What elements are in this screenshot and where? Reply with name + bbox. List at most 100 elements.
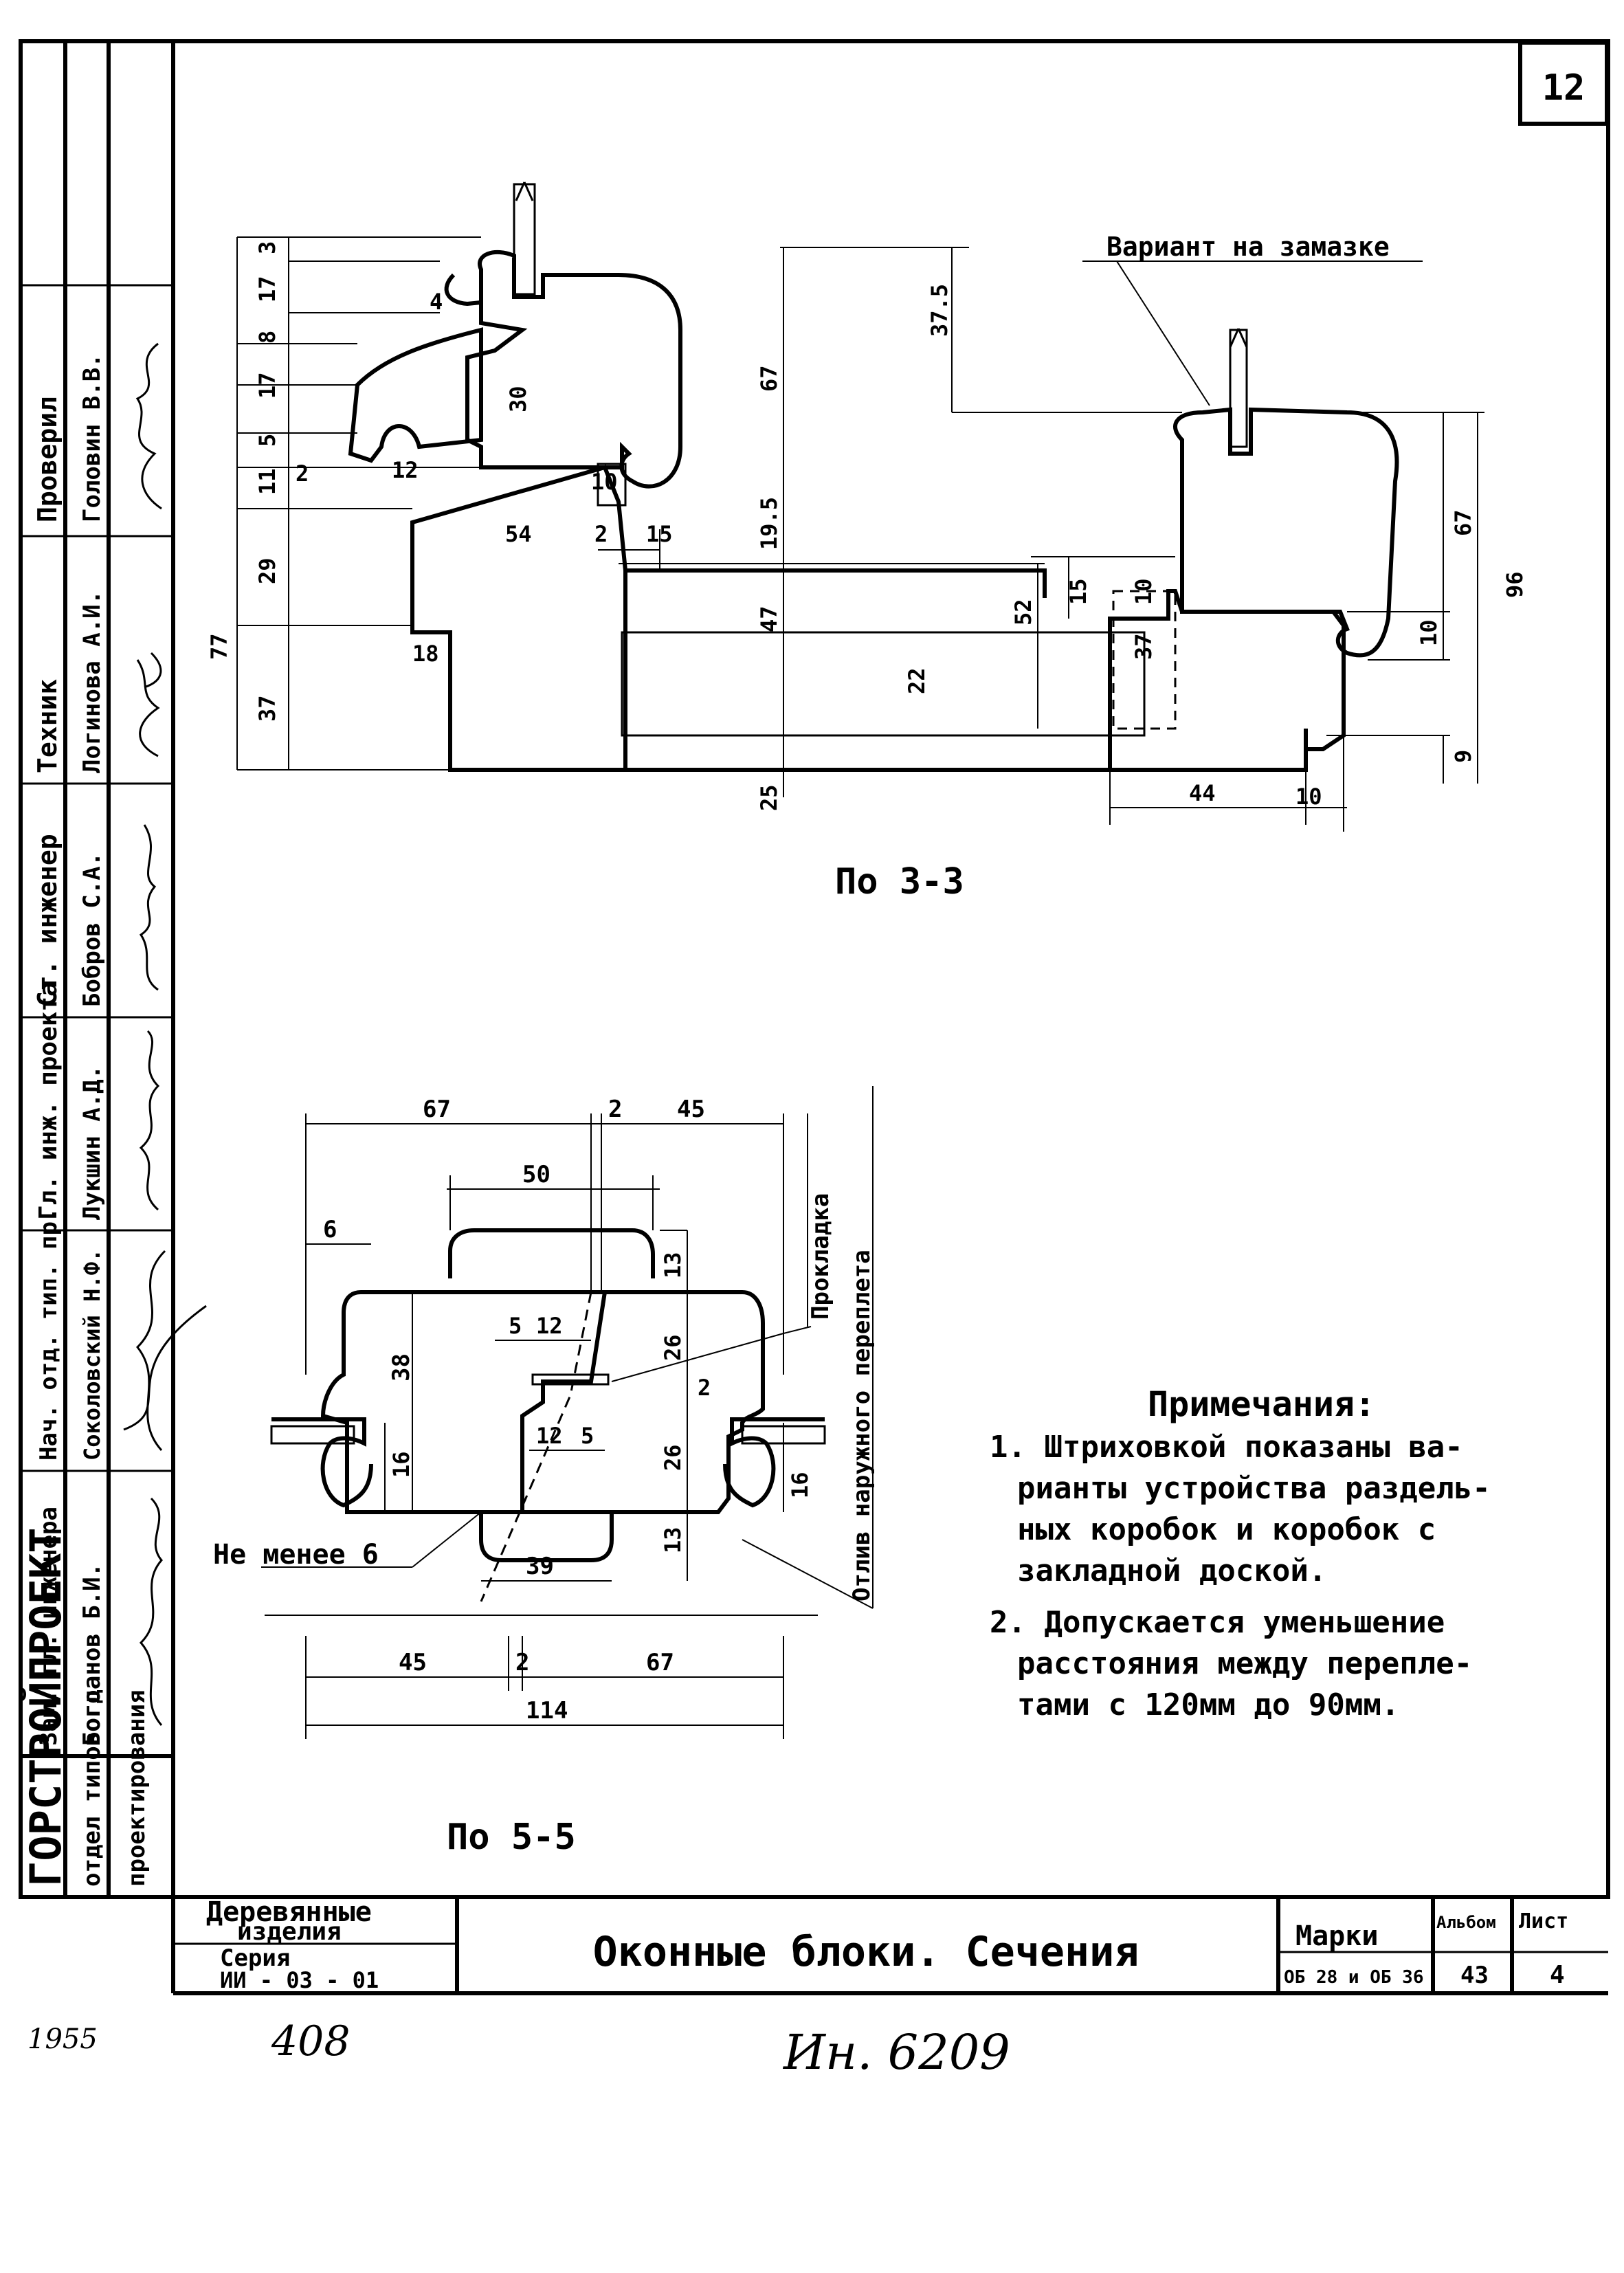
section-3-3: Вариант на замазке 3 17 8 17 5 11 29 37 … — [206, 181, 1528, 902]
frame-board — [625, 568, 1308, 772]
note-line-6: расстояния между перепле- — [1017, 1646, 1472, 1681]
dim-54: 54 — [505, 521, 532, 547]
dim-96: 96 — [1502, 571, 1528, 598]
dim-37-5: 37.5 — [926, 284, 953, 337]
handwritten-inventory: Ин. 6209 — [782, 2024, 1010, 2081]
org-dept: отдел типового — [78, 1689, 106, 1887]
org-dept-2: проектирования — [123, 1689, 151, 1887]
album-label: Альбом — [1436, 1913, 1496, 1932]
dim-12-low: 12 — [536, 1423, 563, 1449]
dim-15b: 15 — [1065, 578, 1091, 605]
drip-left — [271, 1417, 373, 1508]
bead-top — [448, 1228, 655, 1278]
dim-2b: 2 — [594, 521, 608, 547]
frame-box-left — [410, 465, 627, 772]
stamp-role-2: Техник — [32, 679, 63, 773]
org-name: ГОРСТРОЙПРОЕКТ — [21, 1527, 71, 1887]
label-gasket: Прокладка — [807, 1193, 834, 1320]
dim-10c: 10 — [1416, 619, 1442, 646]
note-line-2: рианты устройства раздель- — [1017, 1471, 1491, 1506]
dim-45-top: 45 — [677, 1096, 705, 1123]
dim-45-bottom: 45 — [399, 1649, 427, 1676]
stamp-name-3: Бобров С.А. — [78, 852, 106, 1007]
dim-39: 39 — [526, 1553, 554, 1580]
dim-8: 8 — [254, 331, 280, 344]
dim-67b: 67 — [1450, 509, 1476, 536]
stamp-role-4: Гл. инж. проекта — [34, 982, 63, 1220]
handwritten-number: 408 — [271, 2017, 351, 2065]
stamp-role-1: Проверил — [32, 397, 63, 522]
dim-52: 52 — [1010, 599, 1036, 625]
notes-heading: Примечания: — [1148, 1384, 1375, 1424]
dim-9: 9 — [1450, 750, 1476, 763]
signature-2 — [136, 652, 162, 757]
frame-body-5-5 — [320, 1290, 765, 1514]
dim-2: 2 — [296, 461, 309, 487]
dim-38: 38 — [388, 1353, 415, 1382]
sash-left — [465, 250, 682, 489]
caption-3-3: По 3-3 — [835, 861, 964, 902]
marks-label: Марки — [1295, 1920, 1378, 1952]
dim-19-5: 19.5 — [756, 497, 782, 550]
dim-67-bottom: 67 — [646, 1649, 674, 1676]
dim-5: 5 — [254, 434, 280, 447]
signature-1 — [135, 342, 162, 510]
note-line-5: 2. Допускается уменьшение — [990, 1605, 1445, 1640]
dim-30: 30 — [505, 386, 531, 412]
handwritten-year: 1955 — [27, 2023, 98, 2055]
inner-dash — [480, 1291, 592, 1602]
dim-13-low: 13 — [660, 1527, 686, 1553]
sash-right — [1173, 407, 1399, 658]
dim-12-mid: 12 — [536, 1313, 563, 1339]
dim-12: 12 — [392, 457, 419, 483]
dim-37: 37 — [254, 695, 280, 722]
dim-17: 17 — [254, 276, 280, 302]
notes-block: Примечания: 1. Штриховкой показаны ва- р… — [990, 1384, 1491, 1722]
dim-16-left: 16 — [388, 1451, 414, 1478]
dim-2-top: 2 — [608, 1096, 622, 1123]
category-line-2: изделия — [237, 1918, 342, 1946]
bead-bottom — [479, 1512, 614, 1562]
marks-value: ОБ 28 и ОБ 36 — [1284, 1967, 1424, 1988]
sheet-value: 4 — [1550, 1961, 1565, 1989]
stamp-role-5: Нач. отд. тип. пр. — [35, 1208, 63, 1461]
arrow-glass-left — [515, 181, 534, 201]
stamp-name-4: Лукшин А.Д. — [78, 1065, 106, 1220]
dim-25: 25 — [756, 784, 782, 811]
note-line-3: ных коробок и коробок с — [1017, 1512, 1436, 1547]
dim-37b: 37 — [1131, 633, 1157, 660]
dim-5-mid: 5 — [509, 1313, 522, 1339]
dim-2-mid: 2 — [698, 1375, 711, 1401]
dim-16-right: 16 — [787, 1472, 813, 1498]
sheet-title: Оконные блоки. Сечения — [593, 1928, 1139, 1976]
sheet-label: Лист — [1519, 1909, 1568, 1933]
dim-10d: 10 — [1295, 784, 1322, 810]
series-value: ИИ - 03 - 01 — [220, 1967, 379, 1993]
dim-67-top: 67 — [423, 1096, 451, 1123]
gasket-strip — [531, 1373, 610, 1386]
insulation-fill — [621, 631, 1146, 737]
category-line-1: Деревянные — [206, 1896, 372, 1928]
dim-13-top: 13 — [660, 1252, 686, 1278]
caption-5-5: По 5-5 — [447, 1817, 576, 1858]
stamp-name-6: Богданов Б.И. — [78, 1563, 106, 1746]
section-5-5: 67 2 45 50 6 13 38 5 12 26 2 12 5 26 16 … — [213, 1086, 876, 1858]
label-drip: Отлив наружного переплета — [848, 1250, 876, 1601]
dim-77: 77 — [206, 633, 232, 660]
note-line-1: 1. Штриховкой показаны ва- — [990, 1430, 1463, 1465]
dim-6: 6 — [323, 1216, 337, 1243]
sash-left-bead — [444, 273, 482, 307]
stamp-name-5: Соколовский Н.Ф. — [79, 1249, 105, 1461]
variant-box-dashed — [1112, 590, 1177, 730]
variant-note: Вариант на замазке — [1106, 232, 1390, 262]
dim-18: 18 — [412, 641, 439, 667]
seal-strip — [597, 463, 627, 507]
dim-10: 10 — [591, 469, 618, 495]
dim-26-top: 26 — [660, 1334, 686, 1361]
sheet-number-box — [1518, 41, 1609, 126]
stamp-name-2: Логинова А.И. — [78, 590, 106, 773]
dim-5-low: 5 — [581, 1423, 594, 1449]
signature-5 — [123, 1250, 207, 1452]
dim-50: 50 — [522, 1161, 550, 1188]
